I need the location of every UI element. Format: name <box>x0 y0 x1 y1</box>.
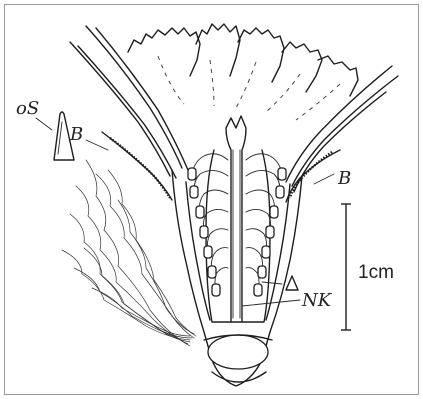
stamens-right <box>246 154 286 296</box>
label-bract-right: B <box>337 168 351 189</box>
label-outer-scale: oS <box>16 98 39 119</box>
scale-bar <box>341 204 351 330</box>
style <box>226 116 246 322</box>
leader-bract-left <box>86 140 108 150</box>
label-scale-unit: 1cm <box>358 262 394 283</box>
figure-frame <box>5 5 419 395</box>
bract-left <box>70 26 188 200</box>
petals <box>128 24 358 120</box>
label-nectar-chamber: NK <box>301 290 333 311</box>
leader-triangle <box>262 282 282 284</box>
small-triangle-marker <box>286 276 298 290</box>
receptacle <box>172 150 302 386</box>
ovary <box>208 335 268 369</box>
outer-scale <box>36 112 74 160</box>
bristles <box>62 160 196 346</box>
stamens-left <box>188 154 228 296</box>
leader-bract-right <box>314 174 334 184</box>
label-bract-left: B <box>69 124 83 145</box>
